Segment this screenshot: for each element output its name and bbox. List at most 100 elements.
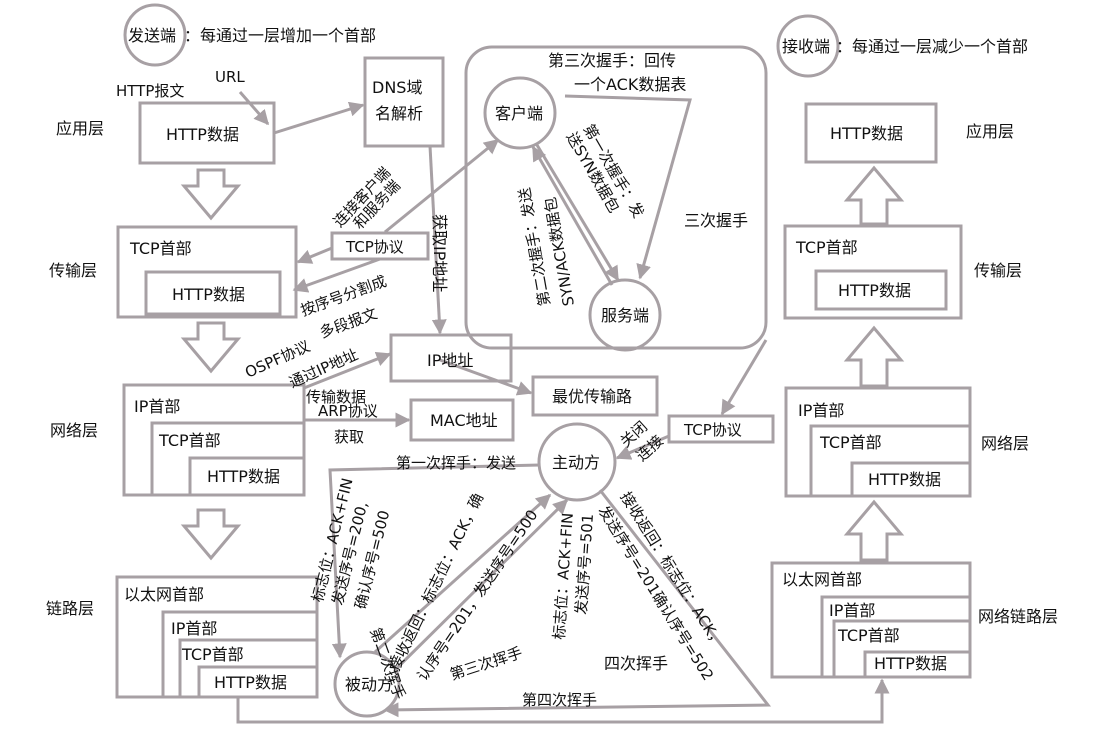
layer-network-left: 网络层 xyxy=(50,421,98,440)
third-handshake-line1: 第三次握手：回传 xyxy=(548,51,676,70)
sender-ip-header-text: IP首部 xyxy=(134,397,180,416)
layer-transport-left: 传输层 xyxy=(49,261,97,280)
active-circle xyxy=(537,422,617,502)
receiver-tcp-http-text: HTTP数据 xyxy=(838,281,911,300)
receiver-eth-http-text: HTTP数据 xyxy=(874,654,947,673)
sender-ip-http-text: HTTP数据 xyxy=(207,467,280,486)
receiver-ip-http-box xyxy=(850,461,972,498)
active-text: 主动方 xyxy=(552,453,600,472)
dns-text-line1: DNS域 xyxy=(372,78,422,97)
receiver-eth-header-text: 以太网首部 xyxy=(782,570,862,589)
layer-app-right: 应用层 xyxy=(966,122,1014,141)
ospf-arrow xyxy=(303,351,392,390)
mac-address-text: MAC地址 xyxy=(430,411,498,430)
wave-third-label: 第三次挥手 xyxy=(448,644,525,684)
sender-eth-ip-text: IP首部 xyxy=(171,619,217,638)
receiver-legend-circle xyxy=(776,14,840,78)
handshake-title: 三次握手 xyxy=(684,211,748,230)
receiver-eth-ip-text: IP首部 xyxy=(829,601,875,620)
down-arrow-transport-network xyxy=(180,321,242,374)
layer-transport-right: 传输层 xyxy=(974,261,1022,280)
sender-eth-http-box xyxy=(197,665,319,699)
http-message-label: HTTP报文 xyxy=(116,82,184,100)
wave-tcp-protocol-box xyxy=(667,414,775,444)
server-text: 服务端 xyxy=(601,306,649,325)
layer-link-right: 网络链路层 xyxy=(978,607,1058,626)
split-to-sender-arrow xyxy=(292,257,381,293)
sender-legend-note: ：每通过一层增加一个首部 xyxy=(184,26,376,45)
wave-fourth-arrow xyxy=(383,489,772,718)
receiver-eth-http-box xyxy=(863,650,972,679)
receiver-http-data-text: HTTP数据 xyxy=(830,124,903,143)
down-arrow-app-transport xyxy=(180,168,242,221)
get-ip-label: 获取IP地址 xyxy=(430,214,449,292)
wave-third-detail-line1: 标志位：ACK+FIN xyxy=(550,512,577,640)
sender-legend-label: 发送端 xyxy=(128,26,176,45)
receiver-tcp-outer-box xyxy=(783,224,963,320)
sender-ip-tcp-text: TCP首部 xyxy=(158,431,221,450)
wave-first-label: 第一次挥手：发送 xyxy=(396,454,516,472)
sender-tcp-header-text: TCP首部 xyxy=(129,239,192,258)
ip-to-best-route-arrow xyxy=(439,358,533,396)
sender-eth-http-text: HTTP数据 xyxy=(214,673,287,692)
receiver-tcp-header-text: TCP首部 xyxy=(795,238,858,257)
transfer-label: 传输数据 xyxy=(306,388,366,406)
arp-label: ARP协议 xyxy=(318,402,378,420)
up-arrow-transport-app xyxy=(843,165,905,226)
handshake-to-tcp-arrow xyxy=(720,339,768,416)
wave-third-arrow xyxy=(393,498,569,672)
receiver-http-data-box xyxy=(804,102,938,164)
third-handshake-line2: 一个ACK数据表 xyxy=(574,75,686,94)
receiver-legend-note: ：每通过一层减少一个首部 xyxy=(836,37,1028,56)
wave-fourth-label: 第四次挥手 xyxy=(522,691,597,709)
up-arrow-network-transport xyxy=(843,325,905,388)
encapsulation-arrows xyxy=(180,165,905,562)
handshake-second-arrow xyxy=(531,145,614,286)
handshake-third-arrow xyxy=(564,94,692,280)
wave-tcp-protocol-text: TCP协议 xyxy=(683,421,742,439)
url-label: URL xyxy=(215,68,245,86)
up-arrow-link-network xyxy=(843,499,905,562)
sender-eth-tcp-text: TCP首部 xyxy=(181,645,244,664)
sender-ip-http-box xyxy=(188,456,306,497)
receiver-ip-tcp-text: TCP首部 xyxy=(819,433,882,452)
layer-network-right: 网络层 xyxy=(981,434,1029,453)
tcp-to-active-arrow xyxy=(615,434,670,460)
tcp-protocol-text: TCP协议 xyxy=(345,238,404,256)
server-circle xyxy=(588,278,662,352)
wave-first-arrow xyxy=(328,463,541,659)
link-transfer-arrow xyxy=(236,678,890,724)
best-route-box xyxy=(531,375,659,417)
dns-text-line2: 名解析 xyxy=(375,104,423,123)
dns-box xyxy=(363,56,445,148)
layer-app-left: 应用层 xyxy=(56,119,104,138)
down-arrow-network-link xyxy=(180,508,242,561)
client-text: 客户端 xyxy=(495,104,543,123)
receiver-ip-http-text: HTTP数据 xyxy=(868,470,941,489)
tcp-to-segments-arrow xyxy=(296,246,333,264)
receiver-eth-tcp-text: TCP首部 xyxy=(837,626,900,645)
handshake-first-arrow xyxy=(535,144,620,282)
passive-circle xyxy=(333,650,401,718)
client-circle xyxy=(483,76,557,150)
sender-legend-circle xyxy=(123,3,187,67)
best-route-text: 最优传输路 xyxy=(552,387,632,406)
passive-text: 被动方 xyxy=(345,675,393,694)
sender-http-data-text: HTTP数据 xyxy=(166,125,239,144)
sender-tcp-http-box xyxy=(144,270,282,316)
receiver-ip-header-text: IP首部 xyxy=(798,401,844,420)
sender-tcp-outer-box xyxy=(116,225,298,319)
tcp-to-client-arrow xyxy=(384,138,500,234)
get-ip-arrow xyxy=(428,145,447,335)
receiver-legend-label: 接收端 xyxy=(782,37,830,56)
sender-eth-header-text: 以太网首部 xyxy=(124,585,204,604)
layer-link-left: 链路层 xyxy=(46,599,94,618)
http-to-dns-arrow xyxy=(273,101,365,135)
wave-second-arrow xyxy=(373,493,552,654)
receiver-tcp-http-box xyxy=(814,269,948,311)
mac-address-box xyxy=(409,398,515,442)
ip-address-text: IP地址 xyxy=(427,351,473,370)
url-arrow xyxy=(238,91,270,126)
obtain-label: 获取 xyxy=(334,428,364,446)
